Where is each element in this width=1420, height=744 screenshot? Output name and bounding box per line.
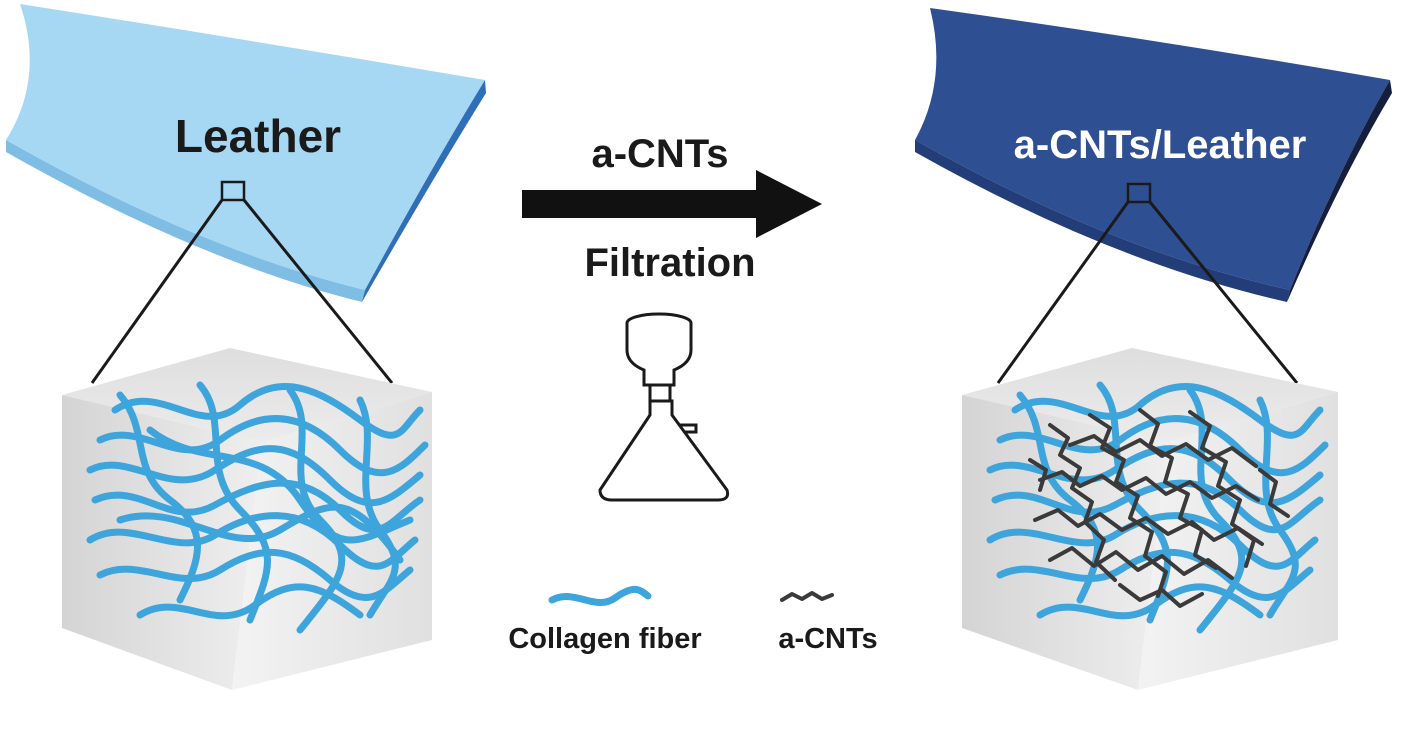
magnifier-box-icon xyxy=(220,180,246,202)
process-reagent-label: a-CNTs xyxy=(591,132,728,176)
filtration-flask-icon xyxy=(598,312,730,502)
zoom-line-left xyxy=(90,199,224,384)
composite-label: a-CNTs/Leather xyxy=(1014,123,1307,167)
leather-sheet xyxy=(6,4,486,302)
composite-sheet xyxy=(915,8,1392,302)
cnt-network xyxy=(1028,408,1290,608)
legend-collagen-label: Collagen fiber xyxy=(508,623,701,655)
zoom-line-left xyxy=(996,201,1130,384)
process-method-label: Filtration xyxy=(584,241,755,285)
process-arrow xyxy=(522,170,822,238)
legend-collagen-swatch xyxy=(548,586,652,606)
legend-cnt-label: a-CNTs xyxy=(778,623,877,655)
magnifier-box-icon xyxy=(1126,182,1152,204)
legend: Collagen fiber a-CNTs xyxy=(508,586,878,655)
zoom-line-right xyxy=(242,199,394,384)
zoom-line-right xyxy=(1148,201,1299,384)
collagen-fibers-left xyxy=(86,381,429,634)
legend-cnt-swatch xyxy=(780,591,834,602)
leather-label: Leather xyxy=(175,110,341,162)
